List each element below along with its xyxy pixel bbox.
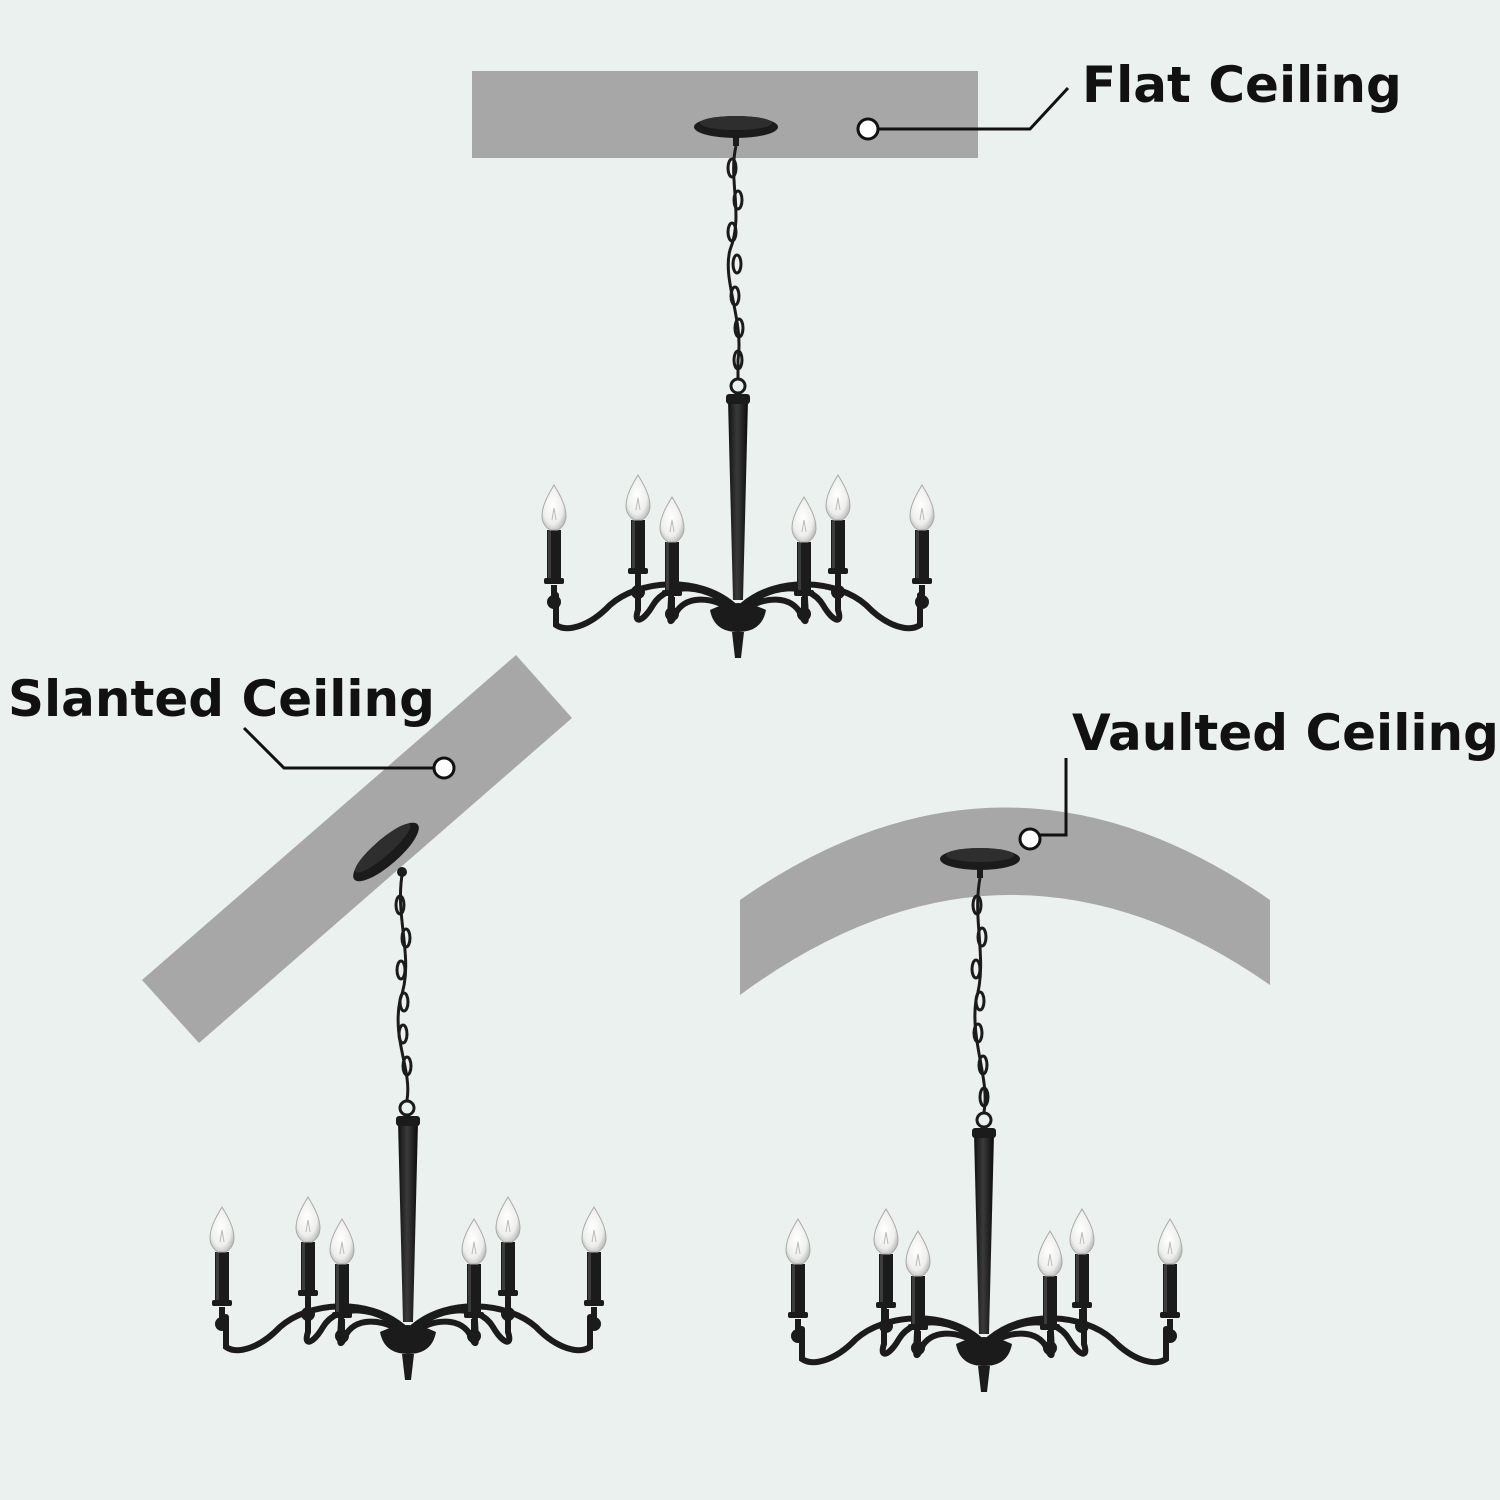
flat-ceiling-slab (472, 71, 978, 158)
vaulted-ceiling-slab (740, 807, 1270, 995)
canopy (940, 848, 1020, 878)
vaulted-ceiling-label: Vaulted Ceiling (1072, 704, 1499, 762)
slanted-ceiling-slab (142, 655, 572, 1043)
chain (970, 877, 993, 1129)
flat-ceiling-section: Flat Ceiling (472, 56, 1402, 658)
canopy (694, 116, 778, 146)
flat-ceiling-label: Flat Ceiling (1082, 56, 1402, 114)
slanted-ceiling-leader-line (242, 726, 456, 780)
canopy (353, 822, 419, 882)
flat-ceiling-leader-line (856, 86, 1070, 141)
vaulted-ceiling-section: Vaulted Ceiling (740, 704, 1499, 1392)
flat-ceiling-chandelier (541, 116, 935, 658)
vaulted-ceiling-chandelier (785, 848, 1183, 1392)
chain (394, 874, 416, 1117)
slanted-ceiling-label: Slanted Ceiling (8, 670, 435, 728)
vaulted-ceiling-leader-line (1018, 758, 1068, 851)
slanted-ceiling-chandelier (209, 822, 607, 1380)
chain (726, 145, 747, 395)
slanted-ceiling-section: Slanted Ceiling (8, 655, 607, 1380)
